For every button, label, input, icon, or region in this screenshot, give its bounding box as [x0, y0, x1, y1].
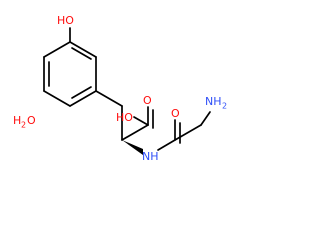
label-amine-sub: 2 [222, 102, 227, 111]
label-amide-nh: NH [142, 150, 159, 163]
bond-ca-cooh [121, 124, 149, 141]
ring-double-1 [71, 47, 92, 60]
bond-n-amidec [157, 139, 176, 151]
label-water-h: H [13, 114, 21, 127]
label-acid-oh: HO [116, 111, 133, 124]
bond-lines [43, 27, 211, 151]
bond-acid-oh [133, 116, 149, 126]
label-water-sub: 2 [21, 121, 26, 130]
ring-bond-6 [43, 41, 71, 58]
molecule-structure: HO H 2 O HO O O NH NH 2 [13, 14, 227, 163]
bond-ring-ch2 [95, 90, 123, 107]
ring-double-2 [71, 86, 92, 99]
label-amine-nh: NH [205, 95, 222, 108]
ring-bond-3 [69, 90, 97, 107]
label-water-o: O [27, 114, 36, 127]
label-amide-carbonyl-o: O [171, 107, 180, 120]
ring-bond-1 [69, 41, 97, 58]
wedge-bond [122, 140, 143, 155]
ring-bond-4 [43, 90, 71, 107]
label-acid-carbonyl-o: O [143, 94, 152, 107]
bond-ch2-nh2 [200, 111, 211, 126]
bond-amidec-ch2 [174, 124, 202, 141]
label-phenol-oh: HO [57, 14, 74, 27]
